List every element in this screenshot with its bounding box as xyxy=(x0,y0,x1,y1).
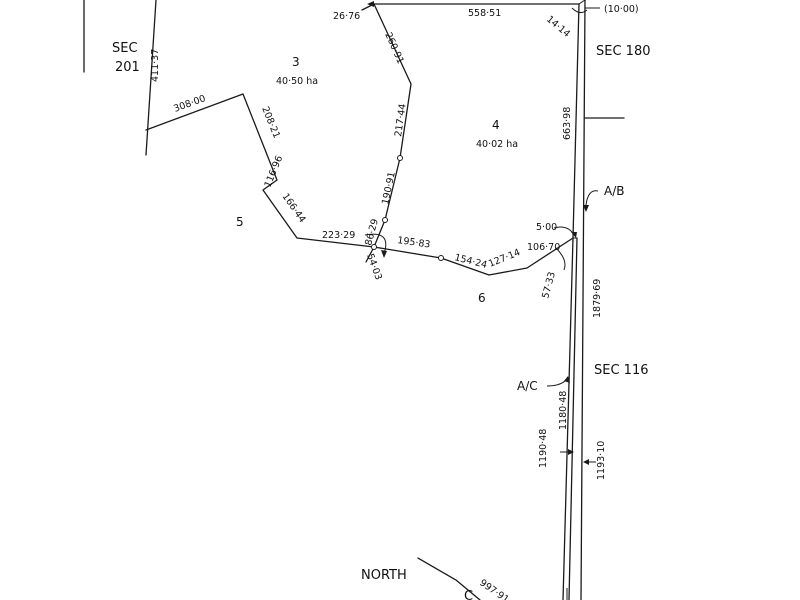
lot4-number: 4 xyxy=(492,118,500,132)
dimension-26-76: 26·76 xyxy=(333,11,360,22)
angle-arc xyxy=(571,7,588,14)
dimension-54-03: 54·03 xyxy=(364,252,384,281)
angle-arc xyxy=(555,247,566,271)
lot4-lower-boundary xyxy=(373,237,574,276)
dimension-190-91: 190·91 xyxy=(380,171,398,206)
dimension-308-00: 308·00 xyxy=(172,93,207,115)
survey-mark xyxy=(382,217,388,223)
sec201-label-line2: 201 xyxy=(115,60,140,75)
arrow-head xyxy=(571,232,577,238)
arrow-head xyxy=(583,205,589,212)
arrow-head xyxy=(564,376,570,383)
lot3-area: 40·50 ha xyxy=(276,76,318,87)
dimension-106-70: 106·70 xyxy=(527,242,560,253)
north-road-boundary xyxy=(417,557,481,600)
dimension-558-51: 558·51 xyxy=(468,8,501,19)
boundary-663-98 xyxy=(572,3,580,239)
dimension-116-96: 116·96 xyxy=(263,154,286,189)
ac-leader xyxy=(546,377,569,387)
corner-tick xyxy=(578,0,586,5)
ab-leader xyxy=(585,190,599,206)
dimension-1180-48: 1180·48 xyxy=(558,391,569,430)
lot3-lot5-boundary xyxy=(145,93,375,248)
dimension-1879-69: 1879·69 xyxy=(592,279,603,318)
reference-ac: A/C xyxy=(517,379,538,393)
dimension-14-14: 14·14 xyxy=(544,14,572,40)
arrow-head xyxy=(367,1,374,7)
reference-ab: A/B xyxy=(604,184,624,198)
lot6-number: 6 xyxy=(478,291,486,305)
sec180-label: SEC 180 xyxy=(596,44,651,59)
arrow-head xyxy=(568,449,574,455)
north-road-label: NORTH xyxy=(361,568,407,583)
sec201-label-line1: SEC xyxy=(112,41,138,56)
lot5-number: 5 xyxy=(236,215,244,229)
road-reserve-west xyxy=(562,237,574,600)
dimension-86-29: 86·29 xyxy=(363,218,381,247)
lot3-number: 3 xyxy=(292,55,300,69)
arrow-head xyxy=(583,459,589,465)
dimension-5-00: 5·00 xyxy=(536,222,557,233)
dimension-195-83: 195·83 xyxy=(397,235,431,251)
dimension-260-91: 260·91 xyxy=(382,31,406,66)
dimension-223-29: 223·29 xyxy=(322,230,355,241)
north-road-label-partial: C xyxy=(464,589,473,600)
dimension-208-21: 208·21 xyxy=(259,105,282,140)
dimension-663-98: 663·98 xyxy=(562,107,573,140)
road-reserve-east xyxy=(580,0,586,600)
sec116-label: SEC 116 xyxy=(594,363,649,378)
dimension-10-00: (10·00) xyxy=(604,4,639,15)
dimension-411-37: 411·37 xyxy=(150,49,161,82)
survey-mark xyxy=(438,255,444,261)
arrow-head xyxy=(381,250,387,258)
dimension-57-33: 57·33 xyxy=(540,271,558,300)
dimension-127-14: 127·14 xyxy=(487,247,522,270)
lot4-area: 40·02 ha xyxy=(476,139,518,150)
survey-mark xyxy=(371,244,377,250)
road-reserve-inner xyxy=(568,237,578,600)
dimension-1190-48: 1190·48 xyxy=(538,429,549,468)
dimension-1193-10: 1193·10 xyxy=(596,441,607,480)
survey-mark xyxy=(397,155,403,161)
angle-arc xyxy=(364,233,387,255)
dimension-997-91: 997·91 xyxy=(477,577,511,600)
dimension-217-44: 217·44 xyxy=(393,103,409,137)
